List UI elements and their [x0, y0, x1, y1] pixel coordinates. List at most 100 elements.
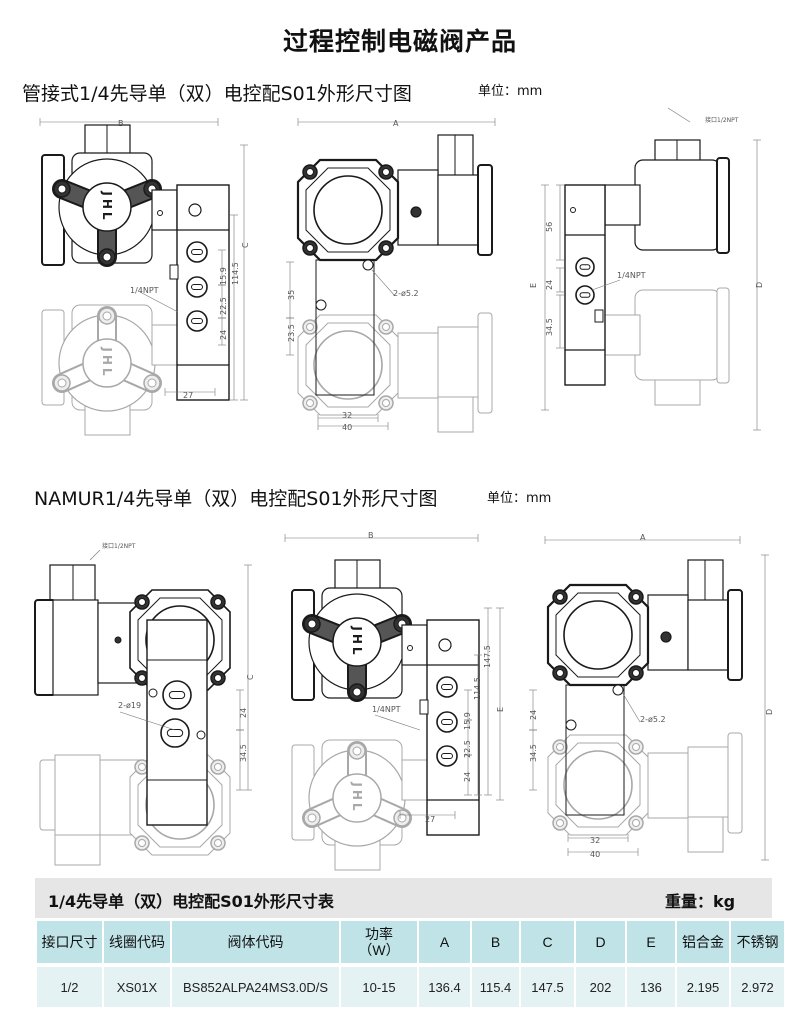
dim-label: A: [393, 119, 399, 128]
dim-label: 24: [463, 772, 472, 782]
section1-title: 管接式1/4先导单（双）电控配S01外形尺寸图: [22, 83, 412, 105]
drawing-rect: [687, 746, 734, 818]
bolt-icon: [147, 378, 157, 388]
drawing-rect: [727, 732, 743, 834]
screw-icon: [410, 206, 422, 218]
dim-label: 35: [287, 290, 296, 300]
drawing-rect: [654, 379, 701, 406]
dim-label: 1/4NPT: [130, 286, 159, 295]
port-slot: [191, 249, 203, 255]
bolt-icon: [306, 323, 314, 331]
port-slot: [168, 691, 186, 699]
bolt-icon: [632, 593, 640, 601]
oct-view-ghost: [297, 312, 493, 433]
port-icon: [186, 241, 208, 263]
cell: 1/2: [37, 967, 102, 1007]
bolt-icon: [214, 598, 222, 606]
table-title: 1/4先导单（双）电控配S01外形尺寸表: [48, 892, 334, 911]
oct-view-ghost: [547, 732, 743, 853]
dim-label: 56: [545, 222, 554, 232]
port-slot: [441, 684, 453, 690]
drawing-rect: [151, 324, 178, 366]
col-port-size: 接口尺寸: [37, 921, 102, 967]
dim-label: D: [755, 282, 764, 288]
drawing-rect: [169, 264, 179, 280]
bolt-icon: [352, 746, 362, 756]
bolt-icon: [214, 674, 222, 682]
screw-icon: [570, 207, 576, 213]
jhl-logo: JHL: [100, 346, 114, 378]
col-stainless: 不锈钢: [731, 921, 784, 967]
bolt-icon: [556, 593, 564, 601]
dim-label: 接口1/2NPT: [705, 116, 739, 124]
bolt-icon: [102, 311, 112, 321]
bolt-icon: [632, 743, 640, 751]
cell: XS01X: [104, 967, 170, 1007]
dim-label: 22.5: [219, 297, 228, 315]
drawing-rect: [604, 184, 641, 226]
star-view-ghost: JHL: [291, 739, 428, 871]
dim-label: D: [765, 709, 774, 715]
bolt-icon: [57, 184, 67, 194]
port-slot: [441, 719, 453, 725]
view3-labels: 接口1/2NPT D E 56 24 34.5 1/4NPT: [529, 116, 764, 336]
bolt-icon: [102, 252, 112, 262]
drawing-rect: [565, 684, 625, 816]
col-d: D: [576, 921, 625, 967]
dimension-line: [667, 107, 691, 123]
mount-hole: [315, 299, 327, 311]
col-body-code: 阀体代码: [172, 921, 339, 967]
cell: 202: [576, 967, 625, 1007]
dim-label: 32: [590, 836, 600, 845]
dim-label: 147.5: [483, 645, 492, 668]
dim-label: 24: [239, 708, 248, 718]
drawing-rect: [477, 164, 493, 256]
dim-label: B: [118, 119, 124, 128]
dim-label: 27: [183, 391, 193, 400]
drawing-rect: [604, 314, 641, 356]
cover-circle: [332, 773, 382, 823]
dim-label: 40: [342, 423, 352, 432]
bolt-icon: [556, 743, 564, 751]
view1-labels: B C 15.9 114.5 22.5 24 27 1/4NPT: [118, 119, 250, 400]
col-e: E: [627, 921, 675, 967]
valve-block: [407, 619, 480, 836]
col-power: 功率 （W）: [341, 921, 417, 967]
drawing-rect: [727, 589, 743, 681]
drawing-rect: [419, 699, 429, 715]
bore-circle: [563, 750, 633, 820]
cell: 10-15: [341, 967, 417, 1007]
table-row: 1/2 XS01X BS852ALPA24MS3.0D/S 10-15 136.…: [37, 967, 784, 1007]
bolt-icon: [138, 598, 146, 606]
dim-label: 1/4NPT: [372, 705, 401, 714]
dim-label: 32: [342, 411, 352, 420]
dimension-line: [371, 269, 396, 297]
bolt-icon: [306, 244, 314, 252]
star-view: JHL: [41, 124, 178, 267]
port-icon: [436, 711, 458, 733]
octagon-inner: [555, 592, 641, 678]
drawing-rect: [437, 396, 474, 433]
side-view: [604, 139, 730, 254]
mount-hole: [565, 719, 577, 731]
dim-label: 2-ø5.2: [640, 715, 666, 724]
port-icon: [186, 310, 208, 332]
bore-circle: [313, 330, 383, 400]
dim-label: 23.5: [287, 324, 296, 342]
port-slot: [191, 284, 203, 290]
drawing-rect: [54, 834, 101, 866]
screw-icon: [407, 645, 413, 651]
weight-unit: 重量：kg: [665, 892, 736, 911]
dim-label: 27: [425, 815, 435, 824]
table-title-band: [35, 878, 772, 918]
bolt-icon: [382, 244, 390, 252]
cell: 147.5: [521, 967, 574, 1007]
dim-label: E: [496, 707, 505, 712]
drawing-rect: [647, 752, 689, 819]
jhl-logo: JHL: [100, 190, 114, 222]
bolt-icon: [632, 669, 640, 677]
bolt-icon: [138, 839, 146, 847]
bolt-icon: [138, 763, 146, 771]
bolt-icon: [307, 813, 317, 823]
octagon-inner: [305, 167, 391, 253]
